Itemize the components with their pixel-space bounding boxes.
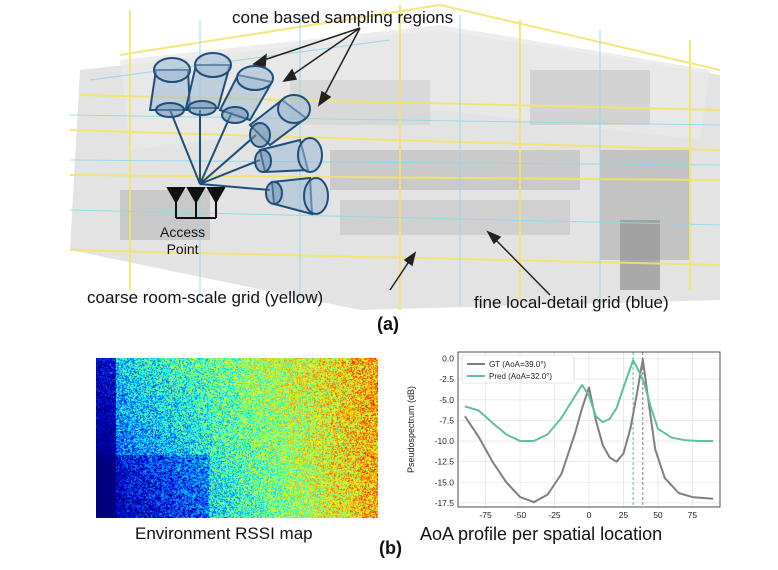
x-tick-label: 75 — [688, 510, 698, 520]
room-scene-illustration — [69, 4, 721, 310]
cone — [248, 94, 311, 148]
y-axis-label: Pseudospectrum (dB) — [406, 386, 416, 473]
x-tick-label: -75 — [479, 510, 492, 520]
access-point-label-line1: Access — [160, 224, 206, 240]
series-line — [464, 358, 714, 504]
aoa-profile-caption: AoA profile per spatial location — [420, 524, 663, 544]
plot-frame — [457, 351, 721, 508]
chart-legend: GT (AoA=39.0°) Pred (AoA=32.0°) — [461, 354, 575, 384]
panel-b-label: (b) — [379, 538, 402, 558]
panel-a-label: (a) — [377, 314, 399, 334]
rssi-map-caption: Environment RSSI map — [135, 524, 313, 543]
y-tick-labels: 0.0 -2.5 -5.0 -7.5 -10.0 -12.5 -15.0 -17.5 — [435, 354, 455, 508]
x-tick-label: -50 — [514, 510, 527, 520]
y-tick-label: 0.0 — [442, 354, 454, 364]
series-line — [464, 359, 714, 442]
chart-series — [464, 358, 714, 504]
furniture-block — [620, 220, 660, 290]
y-tick-label: -10.0 — [435, 436, 455, 446]
cone — [254, 137, 323, 174]
annotation-arrows — [252, 27, 551, 296]
sampling-cones — [148, 52, 329, 216]
x-tick-label: 25 — [619, 510, 629, 520]
legend-entry: Pred (AoA=32.0°) — [489, 372, 552, 381]
cone — [184, 52, 232, 116]
access-point-label: Access Point — [160, 224, 205, 258]
y-tick-label: -12.5 — [435, 457, 455, 467]
y-tick-label: -2.5 — [439, 374, 454, 384]
cone-regions-label: cone based sampling regions — [232, 8, 454, 27]
x-tick-label: -25 — [548, 510, 561, 520]
aoa-chart: -75 -50 -25 0 25 50 75 0.0 -2.5 -5.0 -7.5 -10.0 -12… — [406, 351, 721, 520]
x-tick-label: 0 — [587, 510, 592, 520]
rssi-heatmap — [96, 358, 378, 518]
cone — [218, 65, 274, 124]
furniture-block — [330, 150, 580, 190]
y-tick-label: -15.0 — [435, 477, 455, 487]
access-point-label-line2: Point — [166, 241, 199, 257]
legend-box — [461, 354, 575, 384]
y-tick-label: -7.5 — [439, 415, 454, 425]
fine-grid-label: fine local-detail grid (blue) — [474, 293, 669, 312]
access-point-icon — [166, 187, 226, 219]
coarse-grid-label: coarse room-scale grid (yellow) — [87, 288, 324, 307]
y-tick-label: -17.5 — [435, 498, 455, 508]
furniture-block — [530, 70, 650, 125]
y-tick-label: -5.0 — [439, 395, 454, 405]
x-tick-labels: -75 -50 -25 0 25 50 75 — [479, 510, 697, 520]
cone — [265, 176, 329, 216]
x-tick-label: 50 — [653, 510, 663, 520]
legend-entry: GT (AoA=39.0°) — [489, 360, 546, 369]
cone — [148, 57, 192, 118]
